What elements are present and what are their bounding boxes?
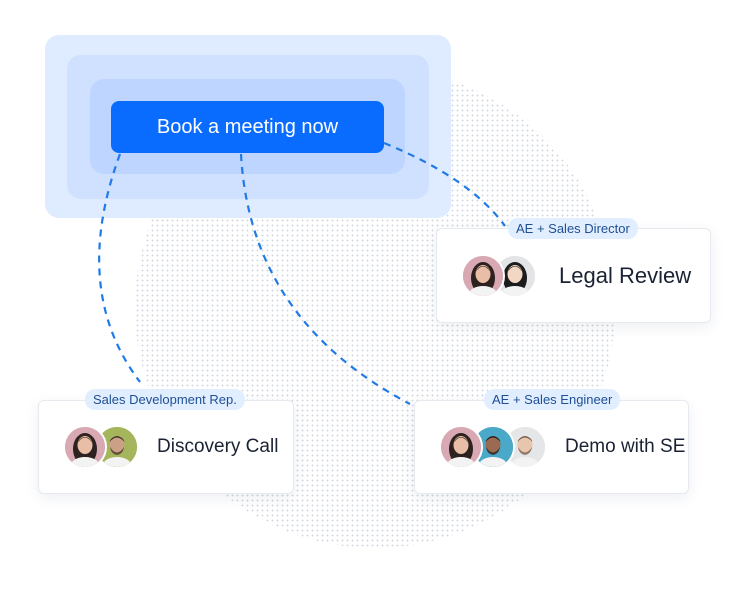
role-tag: AE + Sales Engineer [484, 389, 621, 410]
woman-long-hair-avatar [439, 425, 483, 469]
avatar-group [439, 425, 547, 469]
card-legal-review[interactable]: Legal Review [436, 228, 711, 323]
card-demo-with-se[interactable]: Demo with SE [414, 400, 689, 494]
card-title: Discovery Call [157, 436, 279, 457]
connector-to-legal-review [383, 141, 506, 227]
woman-long-hair-avatar [461, 253, 505, 298]
card-discovery-call[interactable]: Discovery Call [38, 400, 294, 494]
role-tag: AE + Sales Director [508, 218, 638, 239]
avatar-group [63, 425, 139, 469]
card-title: Demo with SE [565, 436, 686, 457]
card-title: Legal Review [559, 262, 692, 288]
avatar-group [461, 253, 537, 298]
connector-to-discovery-call [98, 153, 141, 383]
role-tag: Sales Development Rep. [85, 389, 245, 410]
man-dark-beard-avatar [471, 425, 515, 469]
connector-to-demo-with-se [239, 153, 411, 405]
book-meeting-button[interactable]: Book a meeting now [111, 101, 384, 153]
woman-long-hair-avatar [63, 425, 107, 469]
